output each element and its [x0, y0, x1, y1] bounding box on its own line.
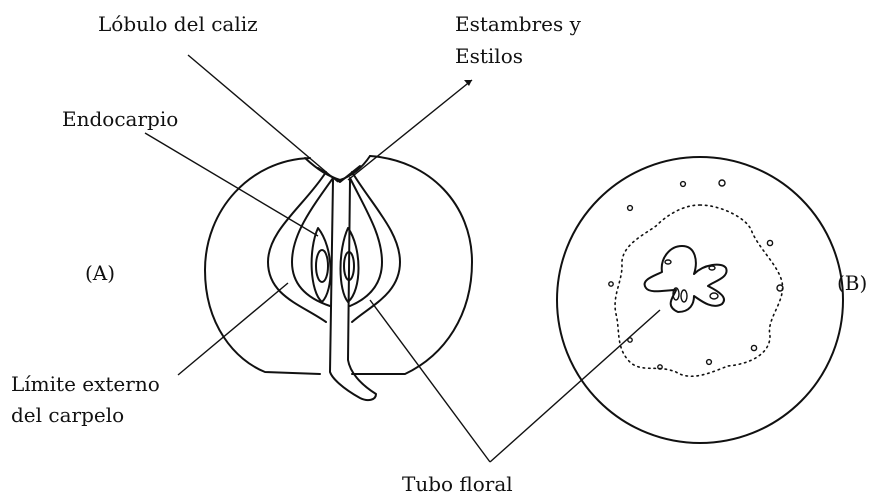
fruit-a-outline — [205, 156, 472, 374]
label-carpel-line1: Límite externo — [11, 372, 160, 396]
label-panel-a: (A) — [85, 261, 115, 285]
label-floral-tube: Tubo floral — [402, 472, 513, 496]
leader-calyx-lobe — [188, 55, 338, 182]
vascular-bundles — [609, 180, 783, 369]
leader-floral-tube-left — [370, 300, 490, 462]
carpel-boundary — [268, 172, 326, 322]
seed-left — [316, 250, 328, 282]
leader-endocarp — [145, 133, 318, 236]
calyx-cup — [305, 156, 370, 180]
leader-floral-tube-right — [490, 310, 660, 462]
core-stalk — [330, 180, 376, 400]
label-carpel-line2: del carpelo — [11, 403, 124, 427]
carpel-ring-dotted — [615, 205, 782, 376]
label-endocarp: Endocarpio — [62, 107, 178, 131]
label-stamens-line2: Estilos — [455, 44, 523, 68]
label-stamens-line1: Estambres y — [455, 12, 581, 36]
label-calyx-lobe: Lóbulo del caliz — [98, 12, 258, 36]
leader-carpel — [178, 283, 288, 375]
label-panel-b: (B) — [837, 271, 867, 295]
